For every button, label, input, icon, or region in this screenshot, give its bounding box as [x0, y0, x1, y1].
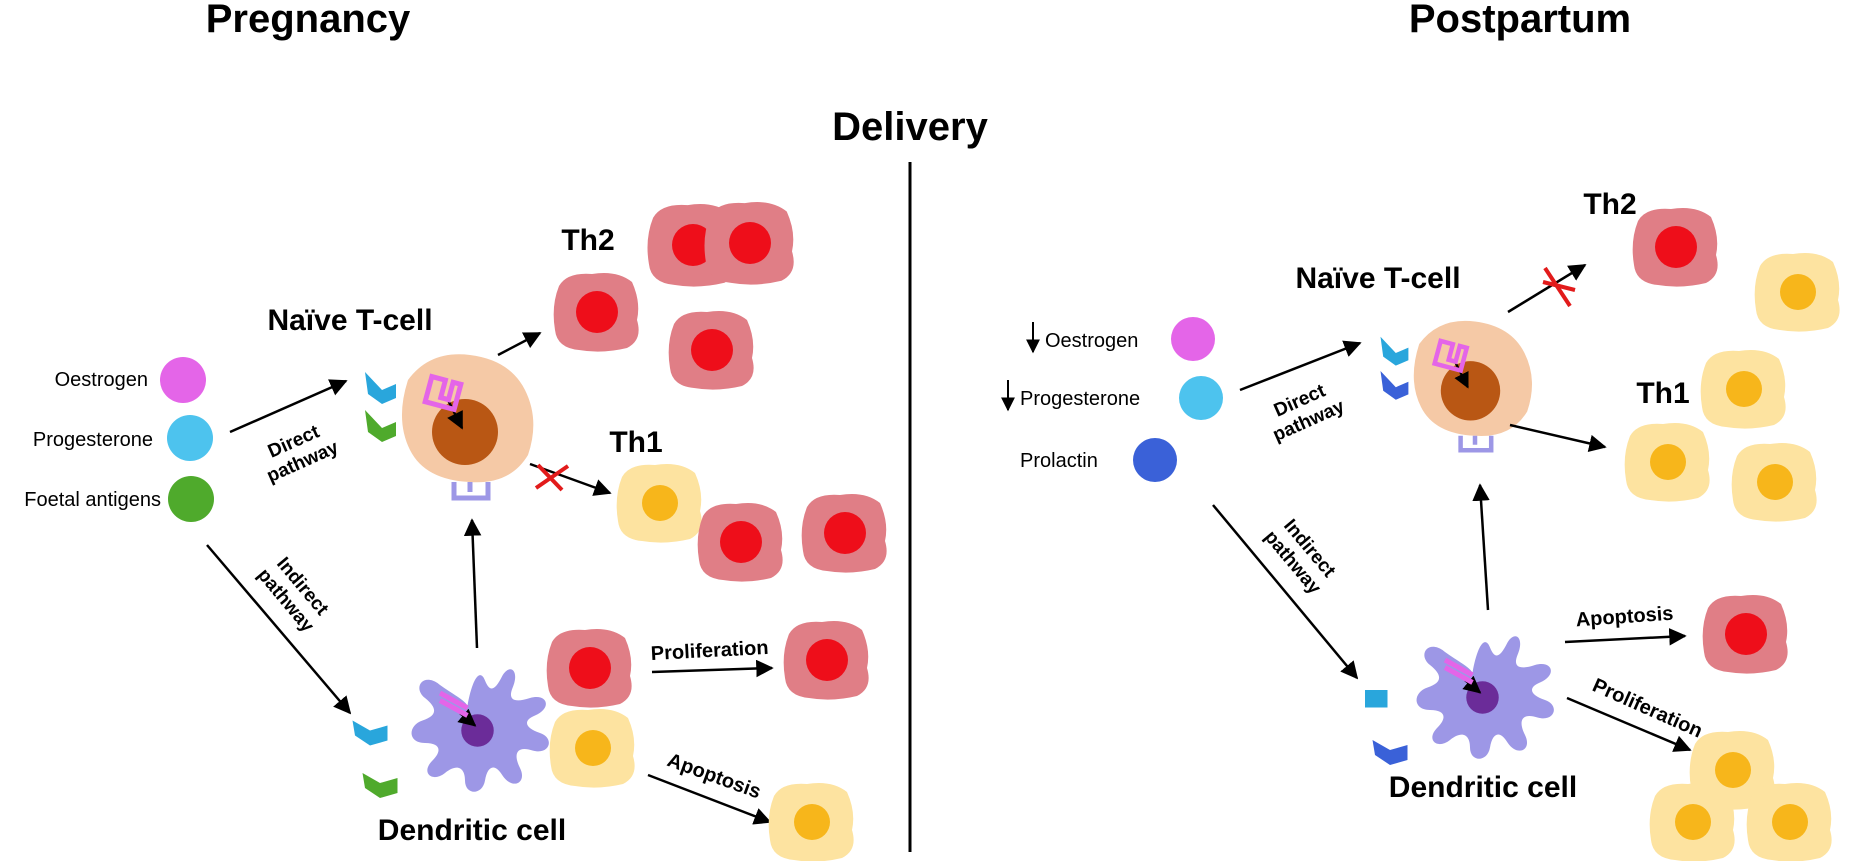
- th1-label-r: Th1: [1636, 377, 1689, 410]
- foetal-antigens-icon: [168, 476, 214, 522]
- oestrogen-icon-r: [1171, 317, 1215, 361]
- progesterone-receptor-icon-r: [1380, 336, 1409, 366]
- oestrogen-receptor-icon: [422, 373, 464, 413]
- legend-oestrogen-label: Oestrogen: [55, 369, 148, 391]
- naive-nucleus: [432, 399, 498, 465]
- to-th2-arrow-r: [1507, 263, 1587, 314]
- progesterone-receptor-icon: [365, 372, 396, 404]
- left-proliferation-label: Proliferation: [650, 637, 769, 665]
- left-apoptosis-label: Apoptosis: [664, 749, 763, 803]
- naive-nucleus-r: [1440, 361, 1501, 421]
- tcell-bottom-receptor-icon: [451, 482, 491, 501]
- oestrogen-receptor-icon-r: [1431, 338, 1470, 374]
- dendritic-cell-label: Dendritic cell: [378, 814, 566, 847]
- indirect-pathway-label-r: Indirect pathway: [1260, 515, 1340, 598]
- th2-cell-r: [1632, 208, 1718, 287]
- prolactin-receptor-icon-r: [1380, 371, 1409, 400]
- th2-label: Th2: [561, 224, 614, 257]
- dendritic-cell: [352, 669, 549, 798]
- dc-oestrogen-receptor-icon: [438, 690, 469, 711]
- direct-pathway-label: Direct pathway: [264, 421, 342, 487]
- apoptosis-arrow-r: [1564, 628, 1687, 646]
- to-th2-arrow: [497, 331, 542, 357]
- oestrogen-icon: [160, 357, 206, 403]
- prolif-source-cell: [546, 629, 632, 708]
- prolactin-icon: [1133, 438, 1177, 482]
- th1-label: Th1: [609, 426, 662, 459]
- dc-to-tcell-arrow-r: [1472, 483, 1490, 611]
- delivery-title: Delivery: [832, 105, 988, 149]
- direct-pathway-label-r: Direct pathway: [1270, 380, 1348, 446]
- dc-oestrogen-receptor-icon-r: [1443, 657, 1474, 678]
- proliferation-arrow-r: [1566, 696, 1692, 752]
- pregnancy-title: Pregnancy: [206, 0, 411, 41]
- to-th1-arrow-r: [1509, 423, 1607, 452]
- block-x-icon: [534, 463, 570, 492]
- dc-progesterone-receptor-icon: [352, 720, 388, 746]
- direct-pathway-arrow-r: [1239, 340, 1362, 392]
- progesterone-icon: [167, 415, 213, 461]
- proliferation-arrow: [651, 659, 774, 678]
- apop-result-cell-r: [1702, 595, 1788, 674]
- th2-cluster: [553, 202, 794, 390]
- antigen-receptor-icon: [365, 410, 396, 442]
- apop-result-cell: [768, 783, 854, 861]
- block-x-icon-r: [1542, 266, 1576, 308]
- dc-progesterone-receptor-icon-r: [1365, 690, 1388, 708]
- tcell-bottom-receptor-icon-r: [1458, 435, 1494, 453]
- prolif-result-cell: [783, 621, 869, 700]
- naive-tcell: [365, 354, 534, 501]
- naive-tcell-r: [1380, 320, 1532, 453]
- progesterone-icon-r: [1179, 376, 1223, 420]
- legend-prolactin-label: Prolactin: [1020, 450, 1098, 472]
- legend-progesterone-label-r: Progesterone: [1020, 388, 1140, 410]
- postpartum-title: Postpartum: [1409, 0, 1631, 41]
- dendritic-cell-label-r: Dendritic cell: [1389, 771, 1577, 804]
- dc-to-tcell-arrow: [463, 518, 482, 649]
- postpartum-panel: Oestrogen Progesterone Prolactin Direct …: [1001, 188, 1840, 861]
- legend-oestrogen-label-r: Oestrogen: [1045, 330, 1138, 352]
- dendritic-cell-r: [1365, 636, 1554, 765]
- indirect-pathway-arrow-r: [1212, 504, 1359, 680]
- apop-source-cell: [549, 709, 635, 788]
- direct-pathway-arrow: [229, 379, 348, 434]
- th2-label-r: Th2: [1583, 188, 1636, 221]
- legend-foetal-antigens-label: Foetal antigens: [24, 489, 161, 511]
- prolif-cluster-r: [1649, 731, 1832, 861]
- dc-prolactin-receptor-icon-r: [1372, 740, 1408, 765]
- legend-progesterone-label: Progesterone: [33, 429, 153, 451]
- th1-cluster-r: [1624, 253, 1840, 522]
- naive-tcell-label-r: Naïve T-cell: [1295, 262, 1460, 295]
- th1-cluster: [616, 464, 887, 582]
- apoptosis-arrow: [647, 773, 772, 825]
- right-apoptosis-label: Apoptosis: [1575, 603, 1674, 632]
- dc-antigen-receptor-icon: [362, 773, 398, 798]
- indirect-pathway-arrow: [206, 544, 352, 715]
- indirect-pathway-label: Indirect pathway: [253, 553, 333, 636]
- naive-tcell-label: Naïve T-cell: [267, 304, 432, 337]
- pregnancy-panel: Oestrogen Progesterone Foetal antigens D…: [24, 202, 887, 861]
